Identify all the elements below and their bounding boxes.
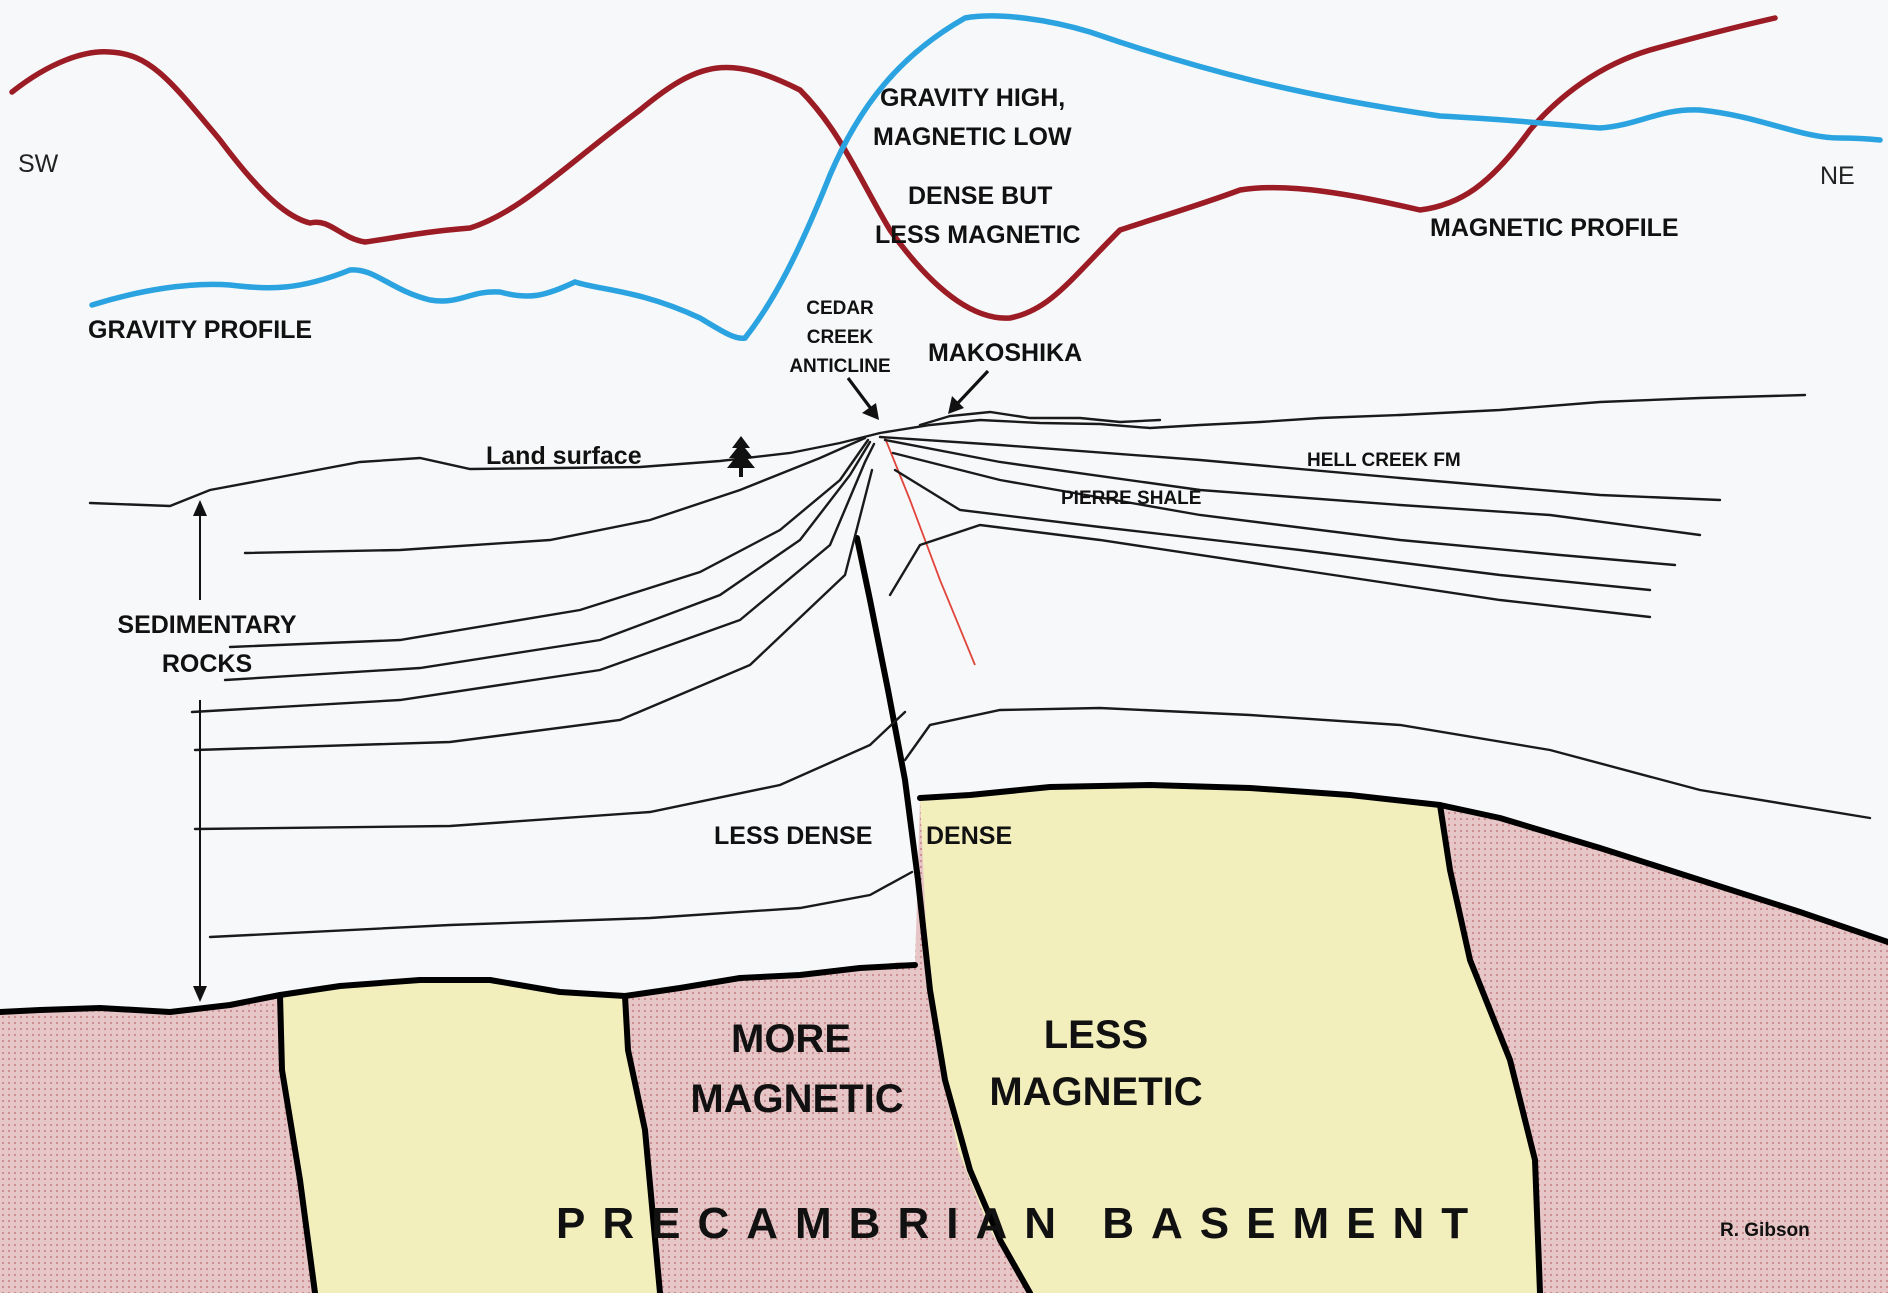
direction-sw: SW xyxy=(18,150,59,178)
basement-block-boundary-1 xyxy=(277,992,318,1293)
basement-block-boundary-3 xyxy=(1437,802,1543,1293)
rocks-label: ROCKS xyxy=(162,650,252,678)
dense-but-label: DENSE BUT xyxy=(908,182,1052,210)
sedimentary-strata xyxy=(88,393,1872,939)
thickness-arrow xyxy=(193,500,207,1002)
sedimentary-label: SEDIMENTARY xyxy=(117,611,297,639)
less-magnetic-label-line2: MAGNETIC xyxy=(989,1070,1202,1114)
gravity-high-label: GRAVITY HIGH, xyxy=(880,84,1065,112)
direction-ne: NE xyxy=(1820,162,1855,190)
precambrian-basement-label: PRECAMBRIAN BASEMENT xyxy=(556,1199,1485,1248)
basement-top-contact xyxy=(0,962,918,1015)
magnetic-profile-label: MAGNETIC PROFILE xyxy=(1430,214,1679,242)
magnetic-profile-line xyxy=(9,15,1778,321)
hell-creek-label: HELL CREEK FM xyxy=(1307,450,1461,471)
basement-top-contact-east xyxy=(917,782,1888,945)
land-surface-line xyxy=(88,393,1807,508)
cedar-label-line3: ANTICLINE xyxy=(789,356,890,377)
more-magnetic-label-line1: MORE xyxy=(731,1017,851,1061)
makoshika-label: MAKOSHIKA xyxy=(928,339,1082,367)
author-credit: R. Gibson xyxy=(1720,1220,1810,1241)
less-magnetic-note-label: LESS MAGNETIC xyxy=(875,221,1081,249)
cedar-label-line2: CREEK xyxy=(807,327,874,348)
basement-less-magnetic-block-center xyxy=(920,785,1540,1293)
dense-label: DENSE xyxy=(926,822,1012,850)
less-magnetic-label-line1: LESS xyxy=(1044,1013,1148,1057)
cedar-label-line1: CEDAR xyxy=(806,298,874,319)
tree-icon xyxy=(727,436,755,477)
land-surface-label: Land surface xyxy=(486,442,642,470)
basement-block-boundary-2 xyxy=(622,993,663,1293)
less-dense-label: LESS DENSE xyxy=(714,822,872,850)
more-magnetic-label-line2: MAGNETIC xyxy=(690,1077,903,1121)
basement-less-magnetic-block-left xyxy=(280,980,660,1293)
gravity-profile-label: GRAVITY PROFILE xyxy=(88,316,312,344)
magnetic-low-label: MAGNETIC LOW xyxy=(873,123,1072,151)
fault-trace-red xyxy=(884,437,976,666)
gravity-profile-line xyxy=(89,13,1883,341)
main-fault xyxy=(854,535,1033,1293)
makoshika-arrow xyxy=(948,369,990,414)
cedar-creek-arrow xyxy=(846,377,879,420)
pierre-shale-label: PIERRE SHALE xyxy=(1061,488,1201,509)
